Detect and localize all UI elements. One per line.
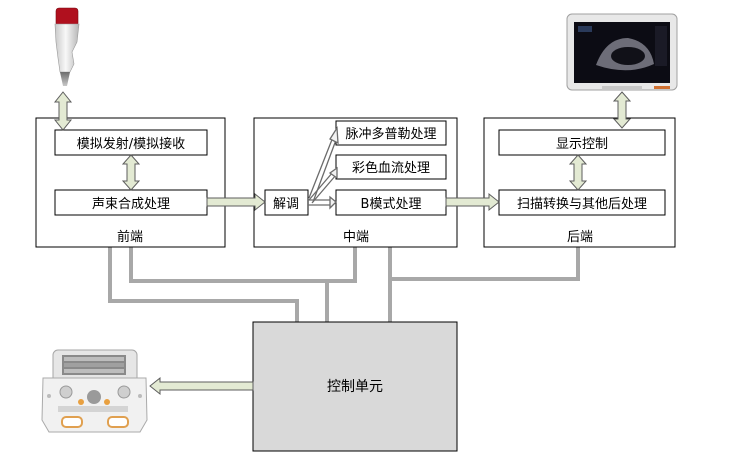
fanout-to-color-2 (311, 174, 337, 204)
tx-rx-label: 模拟发射/模拟接收 (77, 136, 185, 152)
control-unit-block (252, 321, 458, 452)
ultrasound-probe-icon (54, 7, 80, 86)
doppler-label: 脉冲多普勒处理 (345, 126, 436, 142)
bus-front-right (129, 247, 329, 322)
txrx-beamform-arrow (121, 154, 141, 191)
display-scan-arrow (568, 154, 588, 191)
demod-fanout (308, 125, 339, 210)
fanout-to-color (308, 171, 334, 201)
fanout-to-doppler (308, 136, 334, 199)
control-bus (108, 247, 580, 322)
beamform-label: 声束合成处理 (92, 197, 170, 212)
fanout-head-bmode (329, 195, 337, 210)
tx-rx-block (54, 129, 208, 156)
scan-convert-label: 扫描转换与其他后处理 (517, 197, 647, 212)
color-flow-block (335, 154, 447, 180)
mid-end-caption: 中端 (343, 230, 369, 245)
beamform-demod-arrow (206, 192, 266, 212)
demod-label: 解调 (273, 197, 299, 212)
display-ctrl-block (498, 129, 666, 156)
color-flow-label: 彩色血流处理 (352, 160, 430, 176)
back-end-caption: 后端 (567, 230, 593, 245)
demod-block (264, 189, 309, 216)
control-unit-label: 控制单元 (327, 379, 383, 395)
bus-back (390, 247, 580, 281)
control-panel-arrow (149, 376, 254, 396)
fanout-head-doppler (329, 125, 339, 145)
bus-front-left (108, 247, 299, 322)
b-mode-label: B模式处理 (361, 197, 422, 212)
probe-txrx-arrow (53, 91, 73, 131)
fanout-head-color (328, 166, 338, 180)
bus-mid (327, 247, 357, 283)
b-mode-block (335, 189, 447, 216)
bmode-scanconvert-arrow (445, 192, 500, 212)
doppler-block (335, 120, 447, 146)
display-monitor-arrow (612, 91, 632, 129)
control-panel-icon (41, 349, 148, 433)
display-ctrl-label: 显示控制 (556, 137, 608, 152)
monitor-icon (566, 13, 678, 91)
front-end-caption: 前端 (117, 229, 143, 245)
scan-convert-block (498, 189, 666, 216)
